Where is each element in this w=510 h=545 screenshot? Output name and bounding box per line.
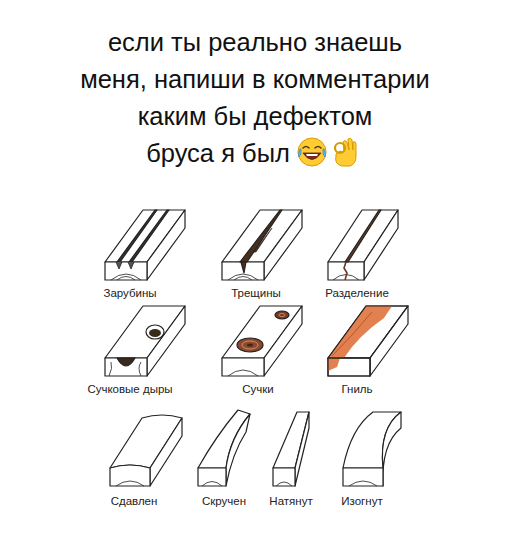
defect-label: Изогнут [341,494,382,508]
defect-label: Зарубины [103,286,156,300]
beam-bowed [343,412,401,486]
beam-notches [105,210,185,280]
defect-label: Натянут [269,494,312,508]
defect-label: Гниль [341,382,372,396]
defect-label: Скручен [202,494,246,508]
defect-label: Сдавлен [111,494,158,508]
defect-label: Сучки [242,382,274,396]
emoji-icons-art [296,136,364,168]
beam-tapered [273,412,309,486]
beam-cracks [222,210,302,280]
beam-split [328,210,398,280]
defect-label: Трещины [231,286,281,300]
beam-rot [328,306,408,376]
defect-label: Сучковые дыры [87,382,172,396]
emoji-icons [296,136,364,168]
beam-knots [222,306,302,376]
beam-twisted [198,410,250,486]
defect-label: Разделение [325,286,389,300]
beam-cupped [110,415,182,486]
meme-title: если ты реально знаешь меня, напиши в ко… [0,24,510,172]
beam-knot-holes [105,306,185,376]
